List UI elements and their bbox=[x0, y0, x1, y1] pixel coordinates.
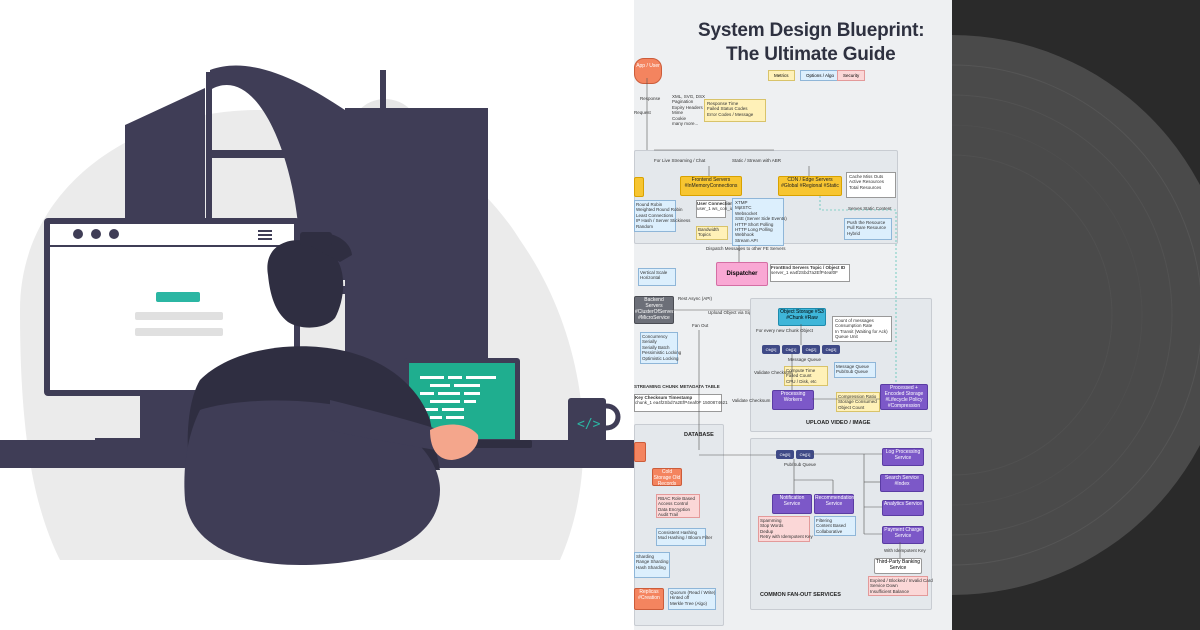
message-queue-items: Obj[0] Obj[1] Obj[2] Obj[3] bbox=[762, 345, 840, 354]
protocols-list: XTMP MptSTC Websocket SSE (Server Side E… bbox=[732, 198, 787, 246]
payment-node: Payment Charge Service bbox=[882, 526, 924, 544]
dispatch-label: Dispatch Messages to other FE Servers bbox=[706, 246, 786, 251]
blueprint-title: System Design Blueprint: bbox=[698, 20, 925, 41]
analytics-node: Analytics Service bbox=[882, 500, 924, 516]
developer-at-desk-illustration: </> bbox=[0, 65, 634, 565]
cold-storage-node: Cold Storage Old Records bbox=[652, 468, 682, 487]
database-node bbox=[634, 442, 646, 462]
upload-object-label: Upload Object via Signed URL bbox=[708, 310, 770, 315]
fanout-section-title: COMMON FAN-OUT SERVICES bbox=[760, 592, 841, 598]
load-balancer-node bbox=[634, 177, 644, 197]
upload-section-title: UPLOAD VIDEO / IMAGE bbox=[806, 420, 871, 426]
load-balancing-algos: Round Robin Weighted Round Robin Least C… bbox=[634, 200, 690, 232]
quorum-options: Quorum (Read / Write) Hinted off Merkle … bbox=[668, 588, 716, 610]
queue-options: Message Queue Pub/Sub Queue bbox=[834, 362, 876, 378]
rest-label: Rest Async (API) bbox=[678, 296, 713, 301]
dispatcher-node: Dispatcher bbox=[716, 262, 768, 286]
app-user-node: App / User bbox=[634, 58, 662, 84]
svg-text:</>: </> bbox=[577, 417, 601, 432]
legend-security: Security bbox=[837, 70, 866, 81]
vinyl-disk-graphic bbox=[952, 0, 1200, 630]
object-storage-node: Object Storage #S3 #Chunk #Raw bbox=[778, 308, 826, 326]
notification-options: Spamming Stop Words Dedup Retry with Ide… bbox=[758, 516, 813, 542]
security-options: RBAC Role Based Access Control Data Encr… bbox=[656, 494, 700, 518]
legend-metrics: Metrics bbox=[768, 70, 795, 81]
third-party-node: Third-Party Banking Service bbox=[874, 558, 922, 574]
banking-errors: Expired / Blocked / Invalid Card Service… bbox=[868, 576, 933, 596]
search-service-node: Search Service #Index bbox=[880, 474, 924, 492]
dispatch-table: FrontEnd Servers Topic / Object ID serve… bbox=[770, 264, 850, 282]
processed-storage-node: Processed + Encoded Storage #Lifecycle P… bbox=[880, 384, 928, 410]
validate-checksum-label: Validate Checksum bbox=[754, 370, 793, 375]
for-every-chunk-label: For every new Chunk Object bbox=[756, 328, 814, 333]
compression-metrics: Compression Ratio Storage Consumed Objec… bbox=[836, 392, 880, 412]
push-pull-options: Push the Resource Pull Rare Resource Hyb… bbox=[844, 218, 892, 240]
static-stream-label: Static / Stream with ABR bbox=[732, 158, 782, 163]
chunk-table: Key Checksum Timestamp chunk_1 ea4f2Sbd7… bbox=[634, 394, 728, 412]
idempotent-label: With Idempotent Key bbox=[884, 548, 926, 553]
cdn-metrics: Cache Miss Outs Active Resources Total R… bbox=[846, 172, 896, 198]
connection-table: User Connection user_1 ws_con_ids bbox=[696, 200, 736, 218]
response-label: Response bbox=[640, 96, 661, 101]
response-metrics-note: Response Time Failed Status Codes Error … bbox=[704, 99, 766, 122]
response-list: XML, SVG, DSX Pagination Expiry Headers … bbox=[672, 94, 706, 127]
chunk-table-title: STREAMING CHUNK METADATA TABLE bbox=[634, 384, 720, 389]
hashing-options: Consistent Hashing Mod Hashing / Bloom F… bbox=[656, 528, 712, 546]
sharding-options: Sharding Range Sharding Hash Sharding bbox=[634, 552, 670, 578]
blueprint-connectors bbox=[646, 78, 901, 558]
system-design-blueprint: System Design Blueprint: The Ultimate Gu… bbox=[634, 0, 952, 630]
log-processing-node: Log Processing Service bbox=[882, 448, 924, 466]
object-storage-metrics: Count of messages Consumption Rate In Tr… bbox=[832, 316, 892, 342]
processing-workers-node: Processing Workers bbox=[772, 390, 814, 410]
pubsub-label: Pub/Sub Queue bbox=[784, 462, 817, 467]
pubsub-items: Obj[0] Obj[1] bbox=[776, 450, 814, 459]
frontend-servers-node: Frontend Servers #InMemoryConnections bbox=[680, 176, 742, 196]
cdn-node: CDN / Edge Servers #Global #Regional #St… bbox=[778, 176, 842, 196]
recommendation-options: Filtering Content Based Collaborative bbox=[814, 516, 856, 536]
scale-options: Vertical Scale Horizontal bbox=[638, 268, 676, 286]
concurrency-options: Concurrency Serially Serially Batch Pess… bbox=[640, 332, 681, 364]
queue-metrics: Compute Time Failed Count CPU / Disk, et… bbox=[784, 366, 828, 386]
developer-illustration: </> bbox=[0, 65, 634, 565]
fan-out-label: Fan Out bbox=[692, 323, 709, 328]
message-queue-label: Message Queue bbox=[788, 357, 822, 362]
validate-checksum-label-2: Validate Checksum bbox=[732, 398, 771, 403]
live-streaming-label: For Live Streaming / Chat bbox=[654, 158, 706, 163]
recommendation-node: Recommendation Service bbox=[814, 494, 854, 514]
disk-shape bbox=[952, 0, 1200, 630]
replica-node: Replicas #Creation bbox=[634, 588, 664, 610]
backend-servers-node: Backend Servers #ClusterOfServers #Micro… bbox=[634, 296, 676, 324]
serves-static-label: Serves Static Content bbox=[848, 206, 892, 211]
request-label: Request bbox=[634, 110, 651, 115]
blueprint-subtitle: The Ultimate Guide bbox=[726, 44, 896, 65]
bandwidth-note: Bandwidth Topics bbox=[696, 226, 728, 240]
notification-node: Notification Service bbox=[772, 494, 812, 514]
